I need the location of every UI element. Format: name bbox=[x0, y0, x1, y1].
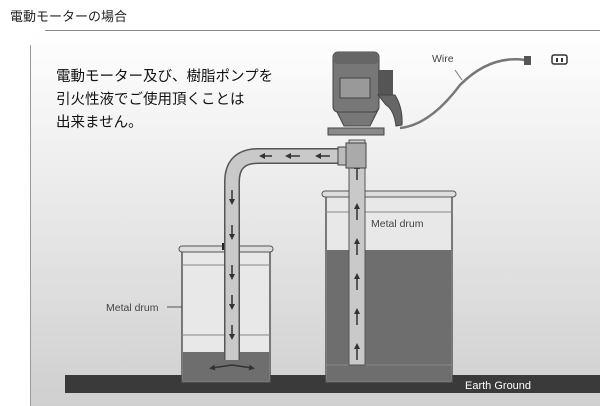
divider bbox=[30, 45, 31, 406]
plug-icon bbox=[524, 56, 531, 65]
flow-arrows bbox=[209, 153, 360, 371]
ground-label: Earth Ground bbox=[465, 380, 531, 392]
wire-label: Wire bbox=[432, 53, 454, 65]
power-wire bbox=[399, 58, 526, 130]
diagram-panel bbox=[30, 31, 600, 406]
electric-motor-pump bbox=[327, 51, 403, 169]
warning-note: 電動モーター及び、樹脂ポンプを 引火性液でご使用頂くことは 出来ません。 bbox=[56, 69, 274, 131]
right-drum-label: Metal drum bbox=[371, 218, 424, 230]
right-metal-drum bbox=[321, 186, 457, 383]
divider bbox=[45, 30, 600, 31]
page-title: 電動モーターの場合 bbox=[10, 10, 128, 25]
outlet-icon bbox=[551, 54, 568, 65]
left-drum-label: Metal drum bbox=[106, 302, 159, 314]
